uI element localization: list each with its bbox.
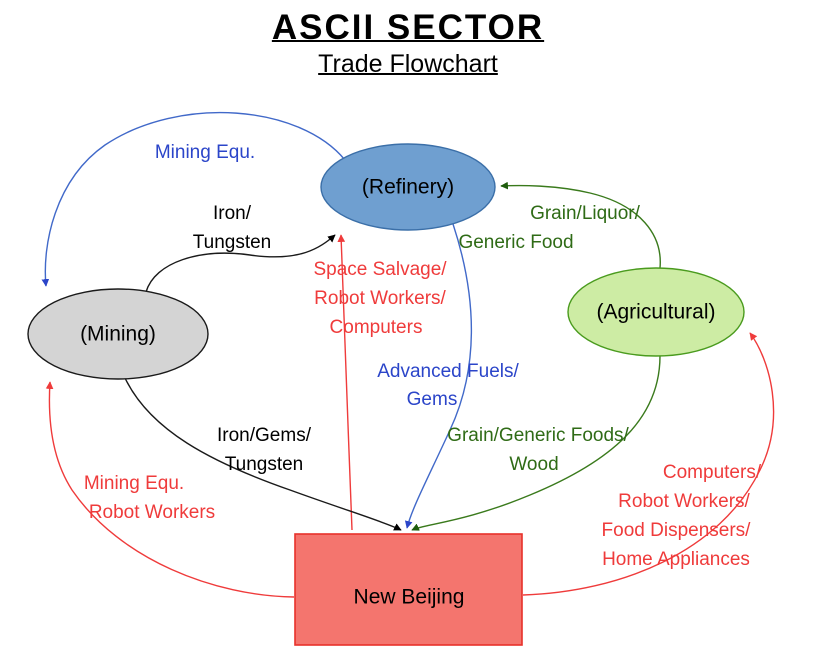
newbeijing-label: New Beijing	[354, 586, 465, 609]
edge-mining-to-refinery[interactable]	[145, 234, 336, 293]
edge-label-grain-liquor-line2: Generic Food	[458, 232, 573, 253]
edge-label-space-salvage-line1: Space Salvage/	[313, 259, 447, 280]
edge-label-space-salvage-line3: Computers	[330, 317, 423, 338]
agricultural-label: (Agricultural)	[596, 301, 715, 324]
mining-ellipse[interactable]	[27, 288, 209, 380]
edge-mining-to-newbeijing[interactable]	[124, 377, 402, 531]
edge-label-advanced-fuels-line1: Advanced Fuels/	[377, 361, 519, 382]
edge-label-iron-tungsten-line1: Iron/	[213, 203, 252, 224]
edge-label-mining-robot-line1: Mining Equ.	[84, 473, 184, 494]
edge-label-iron-gems-line2: Tungsten	[225, 454, 304, 475]
edge-newbeijing-to-agricultural[interactable]	[522, 332, 775, 596]
edge-label-computers-list-line4: Home Appliances	[602, 549, 750, 570]
newbeijing-rect[interactable]	[294, 533, 523, 646]
edge-newbeijing-to-refinery[interactable]	[337, 234, 353, 531]
node-newbeijing[interactable]: New Beijing	[294, 533, 523, 646]
edges-layer	[41, 112, 775, 598]
edge-label-computers-list-line2: Robot Workers/	[618, 491, 750, 512]
edge-labels-layer: Mining Equ. Iron/ Tungsten Grain/Liquor/…	[84, 142, 762, 570]
edge-label-iron-tungsten-line2: Tungsten	[193, 232, 272, 253]
nodes-layer: (Mining) (Refinery) (Agricultural) New B…	[27, 143, 745, 646]
edge-label-computers-list-line3: Food Dispensers/	[602, 520, 752, 541]
edge-refinery-to-mining[interactable]	[41, 112, 346, 287]
node-refinery[interactable]: (Refinery)	[320, 143, 496, 231]
edge-agricultural-to-refinery[interactable]	[500, 181, 661, 269]
edge-label-mining-robot-line2: Robot Workers	[89, 502, 215, 523]
edge-label-grain-liquor-line1: Grain/Liquor/	[530, 203, 641, 224]
edge-label-iron-gems-line1: Iron/Gems/	[217, 425, 312, 446]
edge-label-mining-equ-line1: Mining Equ.	[155, 142, 255, 163]
refinery-label: (Refinery)	[362, 176, 454, 199]
edge-agricultural-to-newbeijing[interactable]	[411, 355, 661, 531]
edge-newbeijing-to-mining[interactable]	[45, 381, 295, 598]
edge-label-grain-generic-line1: Grain/Generic Foods/	[447, 425, 629, 446]
edge-label-grain-generic-line2: Wood	[509, 454, 558, 475]
edge-refinery-to-newbeijing[interactable]	[404, 223, 473, 529]
edge-label-advanced-fuels-line2: Gems	[407, 389, 458, 410]
node-agricultural[interactable]: (Agricultural)	[567, 267, 745, 357]
edge-label-space-salvage-line2: Robot Workers/	[314, 288, 446, 309]
refinery-ellipse[interactable]	[320, 143, 496, 231]
agricultural-ellipse[interactable]	[567, 267, 745, 357]
node-mining[interactable]: (Mining)	[27, 288, 209, 380]
mining-label: (Mining)	[80, 323, 156, 346]
edge-label-computers-list-line1: Computers/	[663, 462, 762, 483]
